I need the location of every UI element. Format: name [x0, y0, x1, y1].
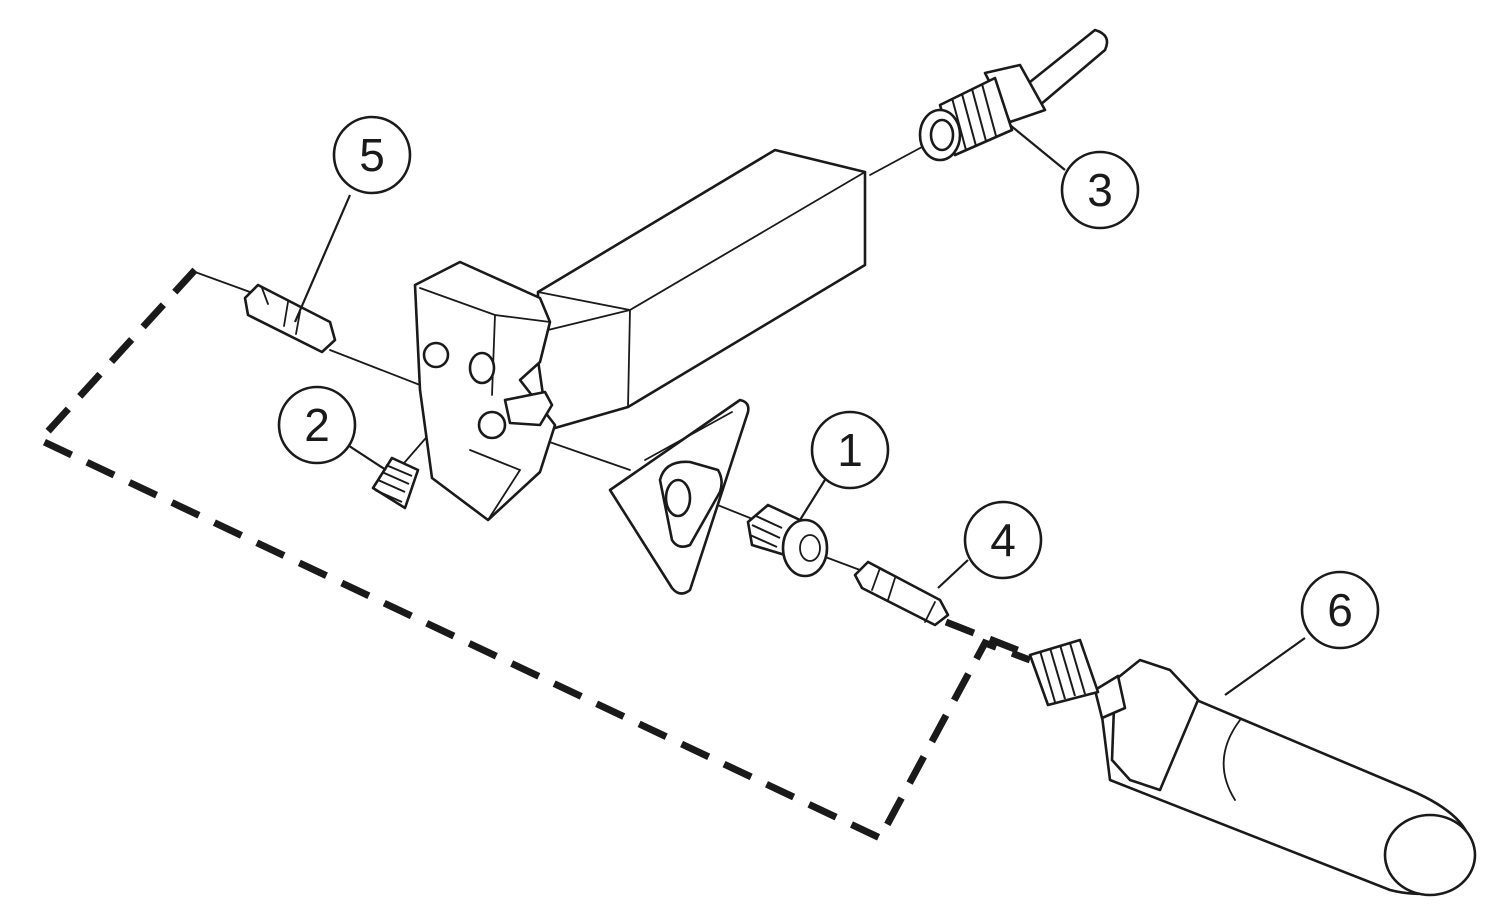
- callout-1-label: 1: [837, 424, 863, 476]
- callout-2: 2: [277, 385, 357, 465]
- callout-2-label: 2: [304, 399, 330, 451]
- callout-4: 4: [963, 500, 1043, 580]
- callout-1: 1: [810, 410, 890, 490]
- callout-4-label: 4: [990, 514, 1016, 566]
- tool-holder: [413, 148, 867, 522]
- callout-leaders: [293, 124, 1306, 696]
- dashed-tool-path-upper: [944, 618, 1032, 659]
- part-2-set-screw: [371, 456, 420, 510]
- insert: [608, 398, 750, 595]
- callout-5-label: 5: [359, 129, 385, 181]
- part-6-screwdriver: [1028, 638, 1477, 897]
- callout-6: 6: [1300, 570, 1380, 650]
- callout-5: 5: [332, 115, 412, 195]
- callout-3: 3: [1060, 150, 1140, 230]
- part-5-key: [243, 283, 337, 354]
- part-1-insert-screw: [746, 503, 829, 578]
- callout-3-label: 3: [1087, 164, 1113, 216]
- dashed-tool-path: [34, 267, 1032, 843]
- part-3-coolant-adapter: [918, 28, 1109, 162]
- part-4-torx-bit: [853, 560, 950, 627]
- callout-6-label: 6: [1327, 584, 1353, 636]
